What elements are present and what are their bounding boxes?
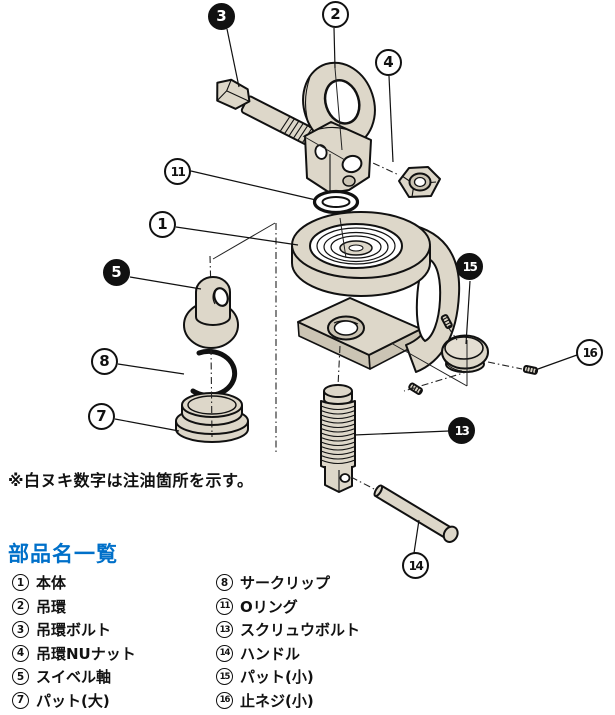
part-name: Oリング (240, 597, 298, 616)
part-number-badge: 8 (216, 574, 233, 592)
callout-7: 7 (88, 403, 115, 430)
part-name: スイベル軸 (36, 668, 112, 687)
witness-lines (212, 67, 468, 387)
lubrication-note: ※白ヌキ数字は注油箇所を示す。 (8, 471, 254, 490)
parts-list-item: 4 吊環NUナット (12, 642, 207, 666)
callout-13: 13 (448, 417, 475, 444)
parts-list-right-column: 8 サークリップ 11 Oリング 13 スクリュウボルト 14 ハンドル 15 … (216, 571, 446, 712)
callout-8: 8 (91, 348, 118, 375)
part-number-badge: 14 (216, 644, 233, 662)
part-number-badge: 2 (12, 597, 29, 615)
callout-14: 14 (402, 552, 429, 579)
part-number-badge: 1 (12, 574, 29, 592)
parts-list-item: 15 パット(小) (216, 665, 446, 689)
part-number-badge: 11 (216, 597, 233, 615)
parts-list-item: 8 サークリップ (216, 571, 446, 595)
part-set-screws (408, 314, 539, 395)
part-eye-nut (398, 166, 441, 198)
part-o-ring (312, 189, 360, 215)
part-body (291, 211, 461, 373)
callout-3: 3 (208, 3, 235, 30)
callout-16: 16 (576, 339, 603, 366)
part-number-badge: 7 (12, 691, 29, 709)
parts-list-title: 部品名一覧 (8, 542, 118, 566)
parts-list-item: 11 Oリング (216, 595, 446, 619)
callout-4: 4 (375, 49, 402, 76)
part-name: 本体 (36, 574, 67, 593)
part-number-badge: 15 (216, 668, 233, 686)
part-number-badge: 5 (12, 668, 29, 686)
part-name: 吊環NUナット (36, 644, 136, 663)
parts-list-item: 13 スクリュウボルト (216, 618, 446, 642)
part-name: パット(大) (36, 691, 110, 710)
part-screw-bolt (320, 384, 356, 493)
part-name: 吊環 (36, 597, 67, 616)
exploded-view-diagram (114, 27, 578, 554)
part-name: パット(小) (240, 668, 314, 687)
part-handle (373, 484, 459, 543)
parts-list-item: 1 本体 (12, 571, 207, 595)
part-circlip (190, 348, 238, 398)
callout-5: 5 (103, 259, 130, 286)
part-name: 吊環ボルト (36, 621, 112, 640)
part-eye-ring (302, 61, 376, 194)
parts-list-left-column: 1 本体 2 吊環 3 吊環ボルト 4 吊環NUナット 5 スイベル軸 7 パッ… (12, 571, 207, 712)
parts-list-item: 16 止ネジ(小) (216, 689, 446, 713)
axis-lines-front (210, 223, 523, 491)
callout-15: 15 (456, 253, 483, 280)
callout-1: 1 (149, 211, 176, 238)
callout-2: 2 (322, 1, 349, 28)
parts-list-item: 14 ハンドル (216, 642, 446, 666)
part-name: 止ネジ(小) (240, 691, 314, 710)
part-name: スクリュウボルト (240, 621, 361, 640)
parts-list-item: 7 パット(大) (12, 689, 207, 713)
part-number-badge: 4 (12, 644, 29, 662)
part-name: サークリップ (240, 574, 331, 593)
part-number-badge: 3 (12, 621, 29, 639)
parts-list-item: 2 吊環 (12, 595, 207, 619)
part-pad-small (441, 334, 489, 373)
parts-list-item: 5 スイベル軸 (12, 665, 207, 689)
part-name: ハンドル (240, 644, 301, 663)
callout-11: 11 (164, 158, 191, 185)
part-pad-large (175, 392, 249, 443)
part-swivel-shaft (183, 276, 239, 349)
part-number-badge: 16 (216, 691, 233, 709)
leader-lines (114, 27, 578, 554)
part-number-badge: 13 (216, 621, 233, 639)
parts-list-item: 3 吊環ボルト (12, 618, 207, 642)
